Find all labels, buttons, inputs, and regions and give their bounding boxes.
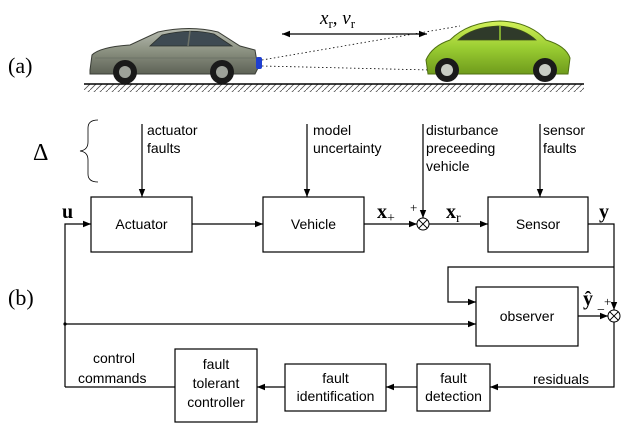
y-to-observer-arrow	[447, 266, 614, 306]
svg-text:fault: fault	[440, 370, 467, 386]
distance-label: xr, vr	[319, 8, 356, 31]
fault-tolerant-controller-block: fault tolerant controller	[174, 348, 258, 423]
actuator-faults-label: actuator faults	[147, 122, 198, 156]
following-car-image	[89, 28, 259, 84]
road	[84, 83, 584, 92]
svg-text:uncertainty: uncertainty	[313, 140, 381, 156]
preceding-car-image	[425, 20, 571, 82]
u-signal-label: u	[62, 201, 73, 223]
sensor-faults-label: sensor faults	[543, 122, 585, 156]
sum2-plus-sign: +	[604, 294, 611, 309]
svg-text:Vehicle: Vehicle	[291, 216, 336, 232]
sensor-output-arrow	[588, 223, 618, 310]
svg-text:controller: controller	[187, 394, 245, 410]
sum-junction-1	[416, 217, 430, 231]
fault-identification-block: fault identification	[284, 363, 387, 412]
svg-text:Actuator: Actuator	[115, 216, 167, 232]
disturbance-label: disturbance preceeding vehicle	[426, 122, 499, 174]
sensor-block: Sensor	[487, 196, 589, 253]
delta-symbol: Δ	[33, 140, 48, 166]
svg-text:identification: identification	[297, 388, 375, 404]
distance-sensor-icon	[256, 57, 262, 69]
x-plus-signal-label: x+	[377, 201, 395, 226]
sum2-minus-sign: −	[597, 303, 605, 318]
panel-a: (a)	[8, 8, 584, 92]
yhat-signal-label: ŷ	[583, 288, 593, 310]
y-signal-label: y	[599, 201, 609, 223]
svg-text:preceeding: preceeding	[426, 140, 495, 156]
xr-signal-label: xr	[446, 201, 461, 226]
svg-text:tolerant: tolerant	[193, 375, 240, 391]
svg-text:detection: detection	[425, 388, 482, 404]
svg-text:faults: faults	[147, 140, 180, 156]
sum1-plus-sign: +	[410, 200, 417, 215]
svg-text:disturbance: disturbance	[426, 122, 499, 138]
svg-text:faults: faults	[543, 140, 576, 156]
panel-b-label: (b)	[8, 285, 34, 310]
panel-b: (b) Δ actuator faults model uncertainty …	[8, 119, 621, 423]
svg-text:fault: fault	[322, 370, 349, 386]
fault-detection-block: fault detection	[416, 363, 491, 412]
control-input-arrow	[64, 220, 91, 387]
sum-junction-2	[607, 309, 621, 323]
uncertainty-brace	[79, 119, 99, 183]
model-uncertainty-label: model uncertainty	[313, 122, 381, 156]
sensor-beam	[261, 25, 461, 71]
svg-text:commands: commands	[78, 370, 146, 386]
residuals-label: residuals	[533, 371, 589, 387]
residuals-arrow	[490, 322, 615, 391]
svg-text:observer: observer	[500, 308, 555, 324]
svg-text:sensor: sensor	[543, 122, 585, 138]
vehicle-block: Vehicle	[262, 196, 365, 253]
panel-a-label: (a)	[8, 53, 32, 78]
svg-text:model: model	[313, 122, 351, 138]
observer-block: observer	[475, 286, 579, 347]
control-commands-label: control commands	[78, 350, 146, 386]
svg-text:Sensor: Sensor	[516, 216, 561, 232]
svg-text:vehicle: vehicle	[426, 158, 470, 174]
svg-text:fault: fault	[203, 356, 230, 372]
actuator-block: Actuator	[90, 196, 193, 253]
svg-text:control: control	[93, 350, 135, 366]
svg-text:actuator: actuator	[147, 122, 198, 138]
